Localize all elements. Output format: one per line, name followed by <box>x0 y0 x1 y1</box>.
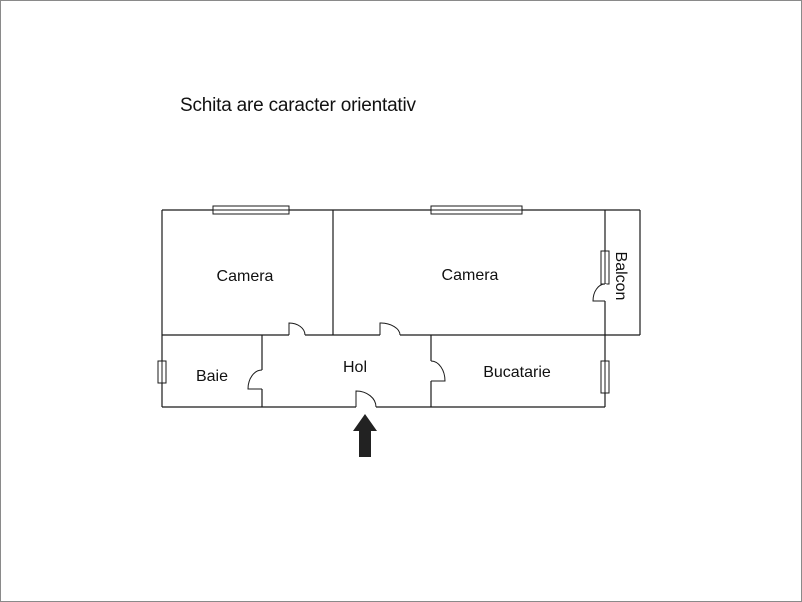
door-bucatarie <box>430 360 446 382</box>
door-baie <box>247 369 263 390</box>
label-baie: Baie <box>196 368 228 385</box>
door-camera-right <box>379 322 401 336</box>
walls <box>161 209 641 408</box>
label-bucatarie: Bucatarie <box>483 364 551 381</box>
door-entrance <box>355 390 377 408</box>
label-camera-right: Camera <box>442 267 499 284</box>
disclaimer-note: Schita are caracter orientativ <box>180 95 416 116</box>
label-balcon: Balcon <box>612 252 629 301</box>
door-balcon <box>592 283 606 302</box>
entrance-arrow-icon <box>353 414 377 457</box>
doors <box>247 283 607 409</box>
door-camera-left <box>288 322 306 336</box>
label-hol: Hol <box>343 359 367 376</box>
label-camera-left: Camera <box>217 268 274 285</box>
